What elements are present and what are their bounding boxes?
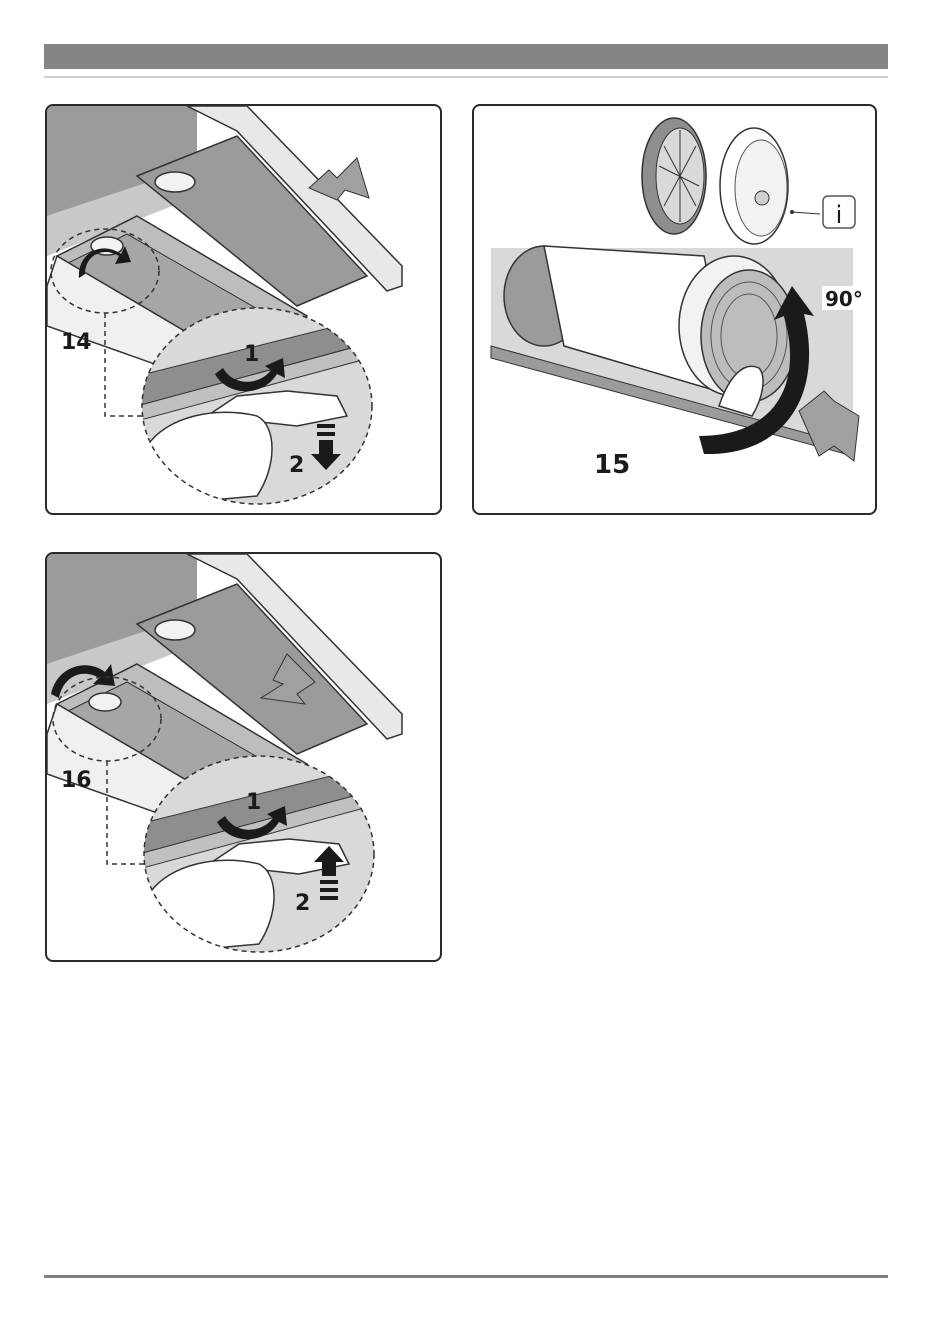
info-symbol: i [836,201,843,229]
push-bar [317,432,335,436]
sub-step-1-label: 1 [244,342,259,367]
push-bar [320,880,338,884]
figure-15-illustration: i 90° 15 [474,106,877,515]
figure-14-step-label: 14 [61,330,92,355]
info-leader-dot [790,210,794,214]
figure-14-illustration: 14 1 2 [47,106,442,515]
info-leader [792,212,820,214]
figure-14-panel: 14 1 2 [45,104,442,515]
push-bar [320,888,338,892]
filter-hub [755,191,769,205]
figure-16-panel: 16 1 2 [45,552,442,962]
figure-16-illustration: 16 1 2 [47,554,442,962]
rotation-angle-label: 90° [825,287,863,311]
upper-filter-handle [155,620,195,640]
upper-filter-handle [155,172,195,192]
figure-15-panel: i 90° 15 [472,104,877,515]
carbon-filter-back-face [735,140,787,236]
push-bar [317,424,335,428]
lower-filter-handle [89,693,121,711]
header-rule [44,76,888,78]
footer-rule [44,1275,888,1278]
push-bar [320,896,338,900]
header-bar [44,44,888,69]
sub-step-2-label: 2 [295,891,310,916]
sub-step-1-label: 1 [246,790,261,815]
figure-15-step-label: 15 [594,450,630,480]
sub-step-2-label: 2 [289,453,304,478]
figure-16-step-label: 16 [61,768,92,793]
